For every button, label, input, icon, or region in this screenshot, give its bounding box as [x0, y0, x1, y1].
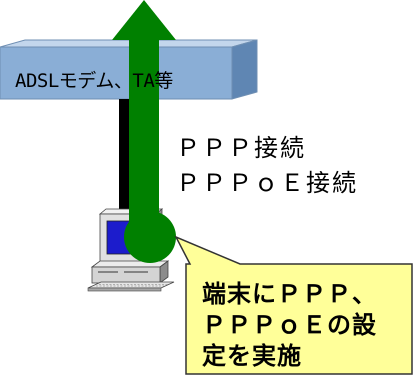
- callout-line: 定を実施: [202, 342, 302, 370]
- ppp-connection-label: ＰＰＰ接続: [176, 134, 306, 162]
- up-arrow-icon: [112, 0, 176, 245]
- pppoe-connection-label: ＰＰＰｏＥ接続: [176, 169, 358, 197]
- modem-box: [0, 39, 258, 100]
- callout-line: ＰＰＰｏＥの設: [202, 311, 377, 339]
- modem-box-label: ADSLモデム、TA等: [15, 70, 173, 92]
- cable-line: [119, 99, 130, 249]
- callout-line: 端末にＰＰＰ、: [202, 280, 377, 308]
- terminal-node-circle: [124, 211, 176, 263]
- callout-text: 端末にＰＰＰ、 ＰＰＰｏＥの設 定を実施: [202, 279, 402, 372]
- callout-bubble: [174, 235, 413, 375]
